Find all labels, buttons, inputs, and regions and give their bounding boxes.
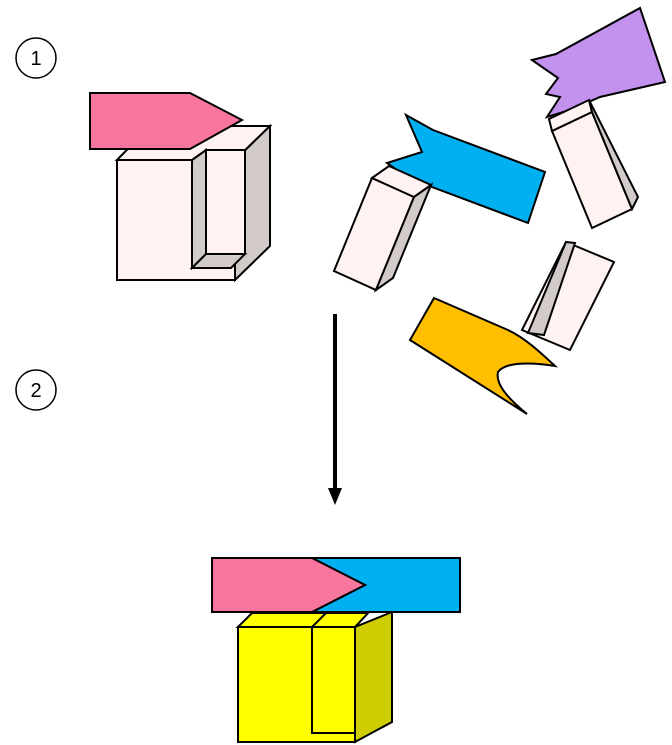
step-2-marker: 2: [15, 369, 57, 411]
step-1-number: 1: [30, 48, 41, 70]
step1-base-block: [114, 123, 273, 283]
step-2-number: 2: [30, 380, 41, 402]
light-bar-right: [547, 98, 640, 230]
final-yellow-block: [235, 610, 393, 744]
light-bar-left: [332, 164, 434, 293]
step1-pink-arrow-piece: [89, 92, 245, 150]
purple-notched-piece: [529, 6, 667, 119]
blue-notched-piece: [384, 112, 547, 225]
process-arrow: [328, 314, 342, 505]
step-1-marker: 1: [15, 37, 57, 79]
final-pink-arrow-piece: [211, 557, 368, 613]
light-bar-lower: [520, 240, 616, 352]
orange-cupped-piece: [408, 296, 559, 415]
